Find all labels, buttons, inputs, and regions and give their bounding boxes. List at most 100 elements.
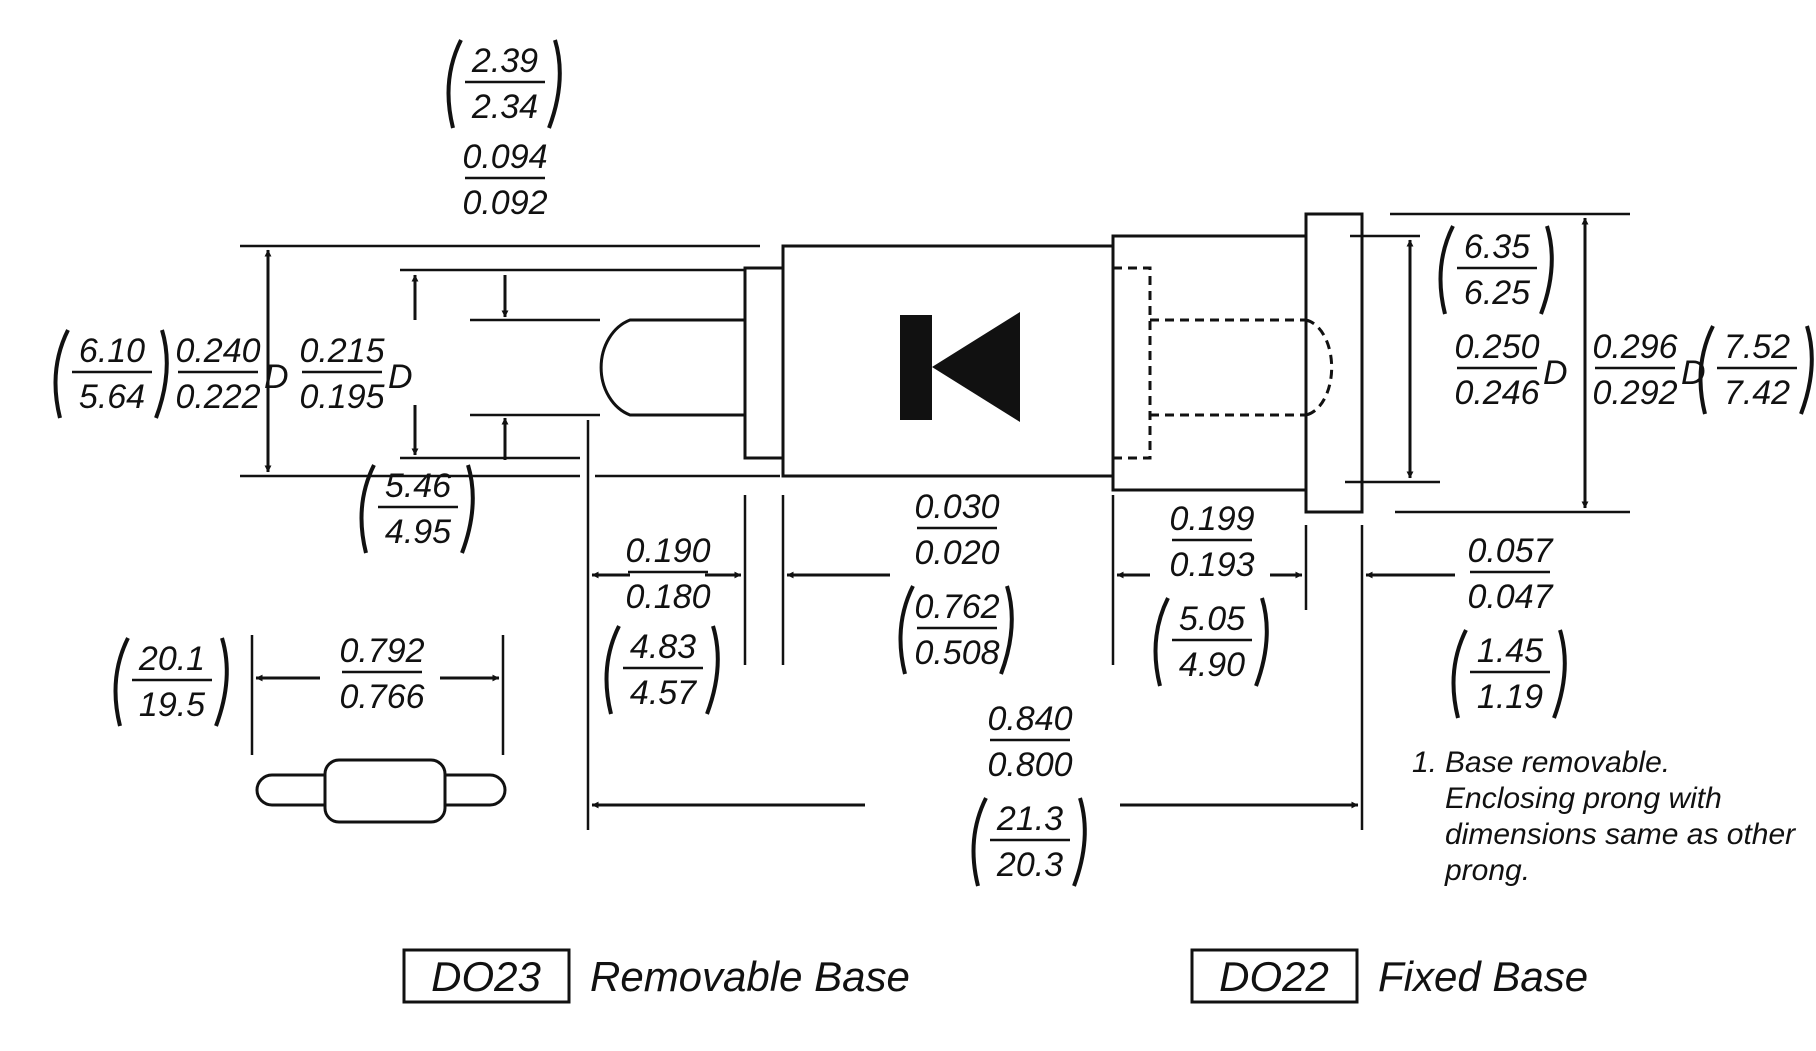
dim-value-bottom: 4.90 <box>1179 646 1245 684</box>
dim-flange-dia-mm: 7.52 7.42 <box>1698 325 1814 415</box>
diode-symbol-icon <box>900 312 1020 422</box>
paren-left <box>53 329 70 419</box>
note-line-4: prong. <box>1444 854 1530 887</box>
note-line-1: Base removable. <box>1445 746 1670 779</box>
small-part-sketch <box>255 758 507 824</box>
paren-right <box>1254 597 1269 687</box>
dim-value-top: 0.215 <box>299 332 384 370</box>
dim-value-top: 0.190 <box>625 532 710 570</box>
dim-lead-dia-in: 0.094 0.092 <box>462 138 547 222</box>
dim-value-top: 1.45 <box>1477 632 1543 670</box>
dim-value-top: 2.39 <box>471 42 538 80</box>
dim-value-top: 0.250 <box>1454 328 1539 366</box>
paren-left <box>1153 597 1170 687</box>
dim-value-top: 0.240 <box>175 332 260 370</box>
dim-value-bottom: 20.3 <box>996 846 1063 884</box>
dim-value-bottom: 4.95 <box>385 513 451 551</box>
dim-value-bottom: 0.047 <box>1467 578 1553 616</box>
dim-value-bottom: 0.800 <box>987 746 1072 784</box>
dim-value-bottom: 0.292 <box>1592 374 1677 412</box>
dim-value-bottom: 5.64 <box>79 378 145 416</box>
dim-body-dia-mm: 6.105.64 <box>53 329 169 419</box>
dim-value-top: 20.1 <box>138 640 205 678</box>
hidden-shoulder <box>1113 266 1152 460</box>
paren-right <box>1799 325 1814 415</box>
left-package-code: DO23 <box>431 953 541 1000</box>
paren-left <box>898 585 915 675</box>
dim-suffix: D <box>1543 354 1568 392</box>
dim-value-bottom: 0.092 <box>462 184 547 222</box>
package-labels: DO23 Removable Base DO22 Fixed Base <box>402 948 1588 1004</box>
dim-prong-len-in: 0.190 0.180 <box>625 532 710 616</box>
dim-flange-len-in: 0.057 0.047 <box>1467 532 1553 616</box>
paren-left <box>1451 629 1468 719</box>
hidden-prong-end <box>1305 318 1334 417</box>
dim-value-top: 0.094 <box>462 138 547 176</box>
dim-value-top: 0.792 <box>339 632 424 670</box>
right-package-text: Fixed Base <box>1378 953 1588 1000</box>
dim-shoulder-mm: 0.762 0.508 <box>898 585 1014 675</box>
dim-base-len-in: 0.199 0.193 <box>1169 500 1254 584</box>
left-package-text: Removable Base <box>590 953 910 1000</box>
base-collar <box>1111 234 1308 492</box>
dim-overall-mm: 21.3 20.3 <box>971 797 1087 887</box>
paren-left <box>1698 325 1715 415</box>
dim-value-bottom: 0.193 <box>1169 546 1254 584</box>
dim-value-top: 7.52 <box>1724 328 1790 366</box>
paren-right <box>705 625 720 715</box>
dim-value-bottom: 0.222 <box>175 378 260 416</box>
hidden-prong <box>1150 318 1306 417</box>
note-line-2: Enclosing prong with <box>1445 782 1722 815</box>
left-prong <box>599 318 745 417</box>
dim-suffix: D <box>264 358 289 396</box>
paren-right <box>999 585 1014 675</box>
dim-value-top: 6.35 <box>1464 228 1530 266</box>
dim-small-len-in: 0.792 0.766 <box>339 632 424 716</box>
dim-value-top: 0.296 <box>1592 328 1677 366</box>
dim-value-top: 0.762 <box>914 588 999 626</box>
note-block: 1. Base removable. Enclosing prong with … <box>1412 746 1796 887</box>
dim-value-bottom: 19.5 <box>139 686 205 724</box>
right-code-box <box>1190 948 1359 1004</box>
dim-overall-in: 0.840 0.800 <box>987 700 1072 784</box>
diode-package-outline <box>599 212 1364 514</box>
dim-value-bottom: 0.020 <box>914 534 999 572</box>
dim-value-bottom: 1.19 <box>1477 678 1543 716</box>
dimension-labels: 2.392.340.0940.0926.105.640.2400.222D0.2… <box>53 39 1814 887</box>
dim-value-top: 0.840 <box>987 700 1072 738</box>
paren-right <box>547 39 562 129</box>
base-flange <box>1304 212 1364 514</box>
paren-right <box>214 637 229 727</box>
dim-prong-len-mm: 4.834.57 <box>604 625 720 715</box>
left-code-box <box>402 948 571 1004</box>
dim-value-top: 0.199 <box>1169 500 1254 538</box>
dim-value-bottom: 2.34 <box>471 88 538 126</box>
note-number: 1. <box>1412 746 1437 779</box>
dim-value-bottom: 0.766 <box>339 678 424 716</box>
paren-left <box>446 39 463 129</box>
dim-value-top: 0.030 <box>914 488 999 526</box>
dimension-arrows <box>250 217 1589 809</box>
right-package-code: DO22 <box>1219 953 1329 1000</box>
dim-value-top: 21.3 <box>996 800 1063 838</box>
paren-left <box>359 464 376 554</box>
dim-value-bottom: 0.180 <box>625 578 710 616</box>
dim-suffix: D <box>388 358 413 396</box>
dim-prong-dia-mm: 5.46 4.95 <box>359 464 475 554</box>
paren-right <box>1552 629 1567 719</box>
dim-lead-dia-mm: 2.39 2.34 <box>446 39 562 129</box>
paren-left <box>971 797 988 887</box>
paren-right <box>460 464 475 554</box>
extension-lines <box>240 212 1630 830</box>
dim-base-len-mm: 5.054.90 <box>1153 597 1269 687</box>
dim-value-bottom: 7.42 <box>1724 374 1790 412</box>
dim-value-top: 5.46 <box>385 467 451 505</box>
paren-right <box>1539 225 1554 315</box>
dim-value-bottom: 0.508 <box>914 634 999 672</box>
dim-value-bottom: 4.57 <box>630 674 697 712</box>
dim-value-top: 0.057 <box>1467 532 1553 570</box>
